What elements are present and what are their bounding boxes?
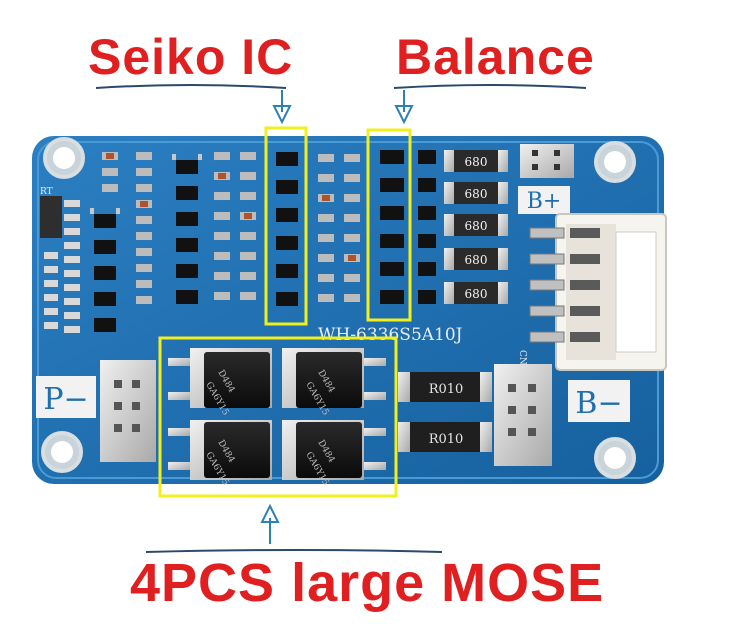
balance-arrow	[394, 90, 414, 125]
shunt-resistors: R010 R010	[398, 372, 492, 452]
b-plus-label-box	[518, 186, 570, 214]
board-model-text: WH-6336S5A10J	[318, 325, 463, 345]
passive-components-grid	[102, 152, 360, 304]
mose-underline	[145, 549, 443, 553]
balance-label: Balance	[396, 29, 595, 85]
sot-chip-columns	[90, 150, 436, 332]
b-minus-pad	[494, 364, 552, 466]
shunt-label: R010	[429, 382, 464, 397]
resistor-680-label: 680	[465, 287, 488, 301]
mounting-holes	[41, 137, 636, 479]
shunt-label: R010	[429, 432, 464, 447]
b-plus-label: B+	[527, 189, 562, 214]
mosfet	[282, 420, 386, 480]
silk-cn: CN1	[517, 350, 527, 371]
mosfet	[168, 420, 272, 480]
mosfet-highlight-box	[158, 336, 398, 498]
mosfet	[282, 348, 386, 408]
p-minus-pad	[100, 360, 156, 462]
resistor-680-label: 680	[465, 219, 488, 233]
b-plus-pad	[520, 144, 574, 178]
mosfet-group: D484 GA6Y15 D484 GA6Y15 D484 GA6Y15 D484…	[168, 348, 386, 488]
balance-connector	[529, 213, 667, 371]
balance-underline	[393, 84, 587, 89]
b-minus-label-box	[568, 380, 630, 422]
p-minus-label-box	[36, 376, 96, 418]
silk-rt: RT	[40, 187, 53, 197]
resistor-680-label: 680	[465, 253, 488, 267]
resistor-680-column: 680 680 680 680 680	[444, 150, 508, 304]
seiko-ic-highlight-box	[264, 126, 308, 326]
seiko-ic-label: Seiko IC	[88, 29, 294, 85]
balance-highlight-box	[366, 128, 412, 322]
mosfets-label: 4PCS large MOSE	[130, 553, 605, 613]
thermistor	[40, 196, 62, 238]
seiko-underline	[95, 84, 287, 89]
resistor-680-label: 680	[465, 187, 488, 201]
resistor-680-label: 680	[465, 155, 488, 169]
mose-arrow	[260, 503, 280, 544]
p-minus-label: P−	[43, 382, 88, 417]
mosfet	[168, 348, 272, 408]
seiko-arrow	[272, 90, 292, 125]
resistor-network-left	[44, 200, 80, 333]
b-minus-label: B−	[575, 386, 622, 421]
